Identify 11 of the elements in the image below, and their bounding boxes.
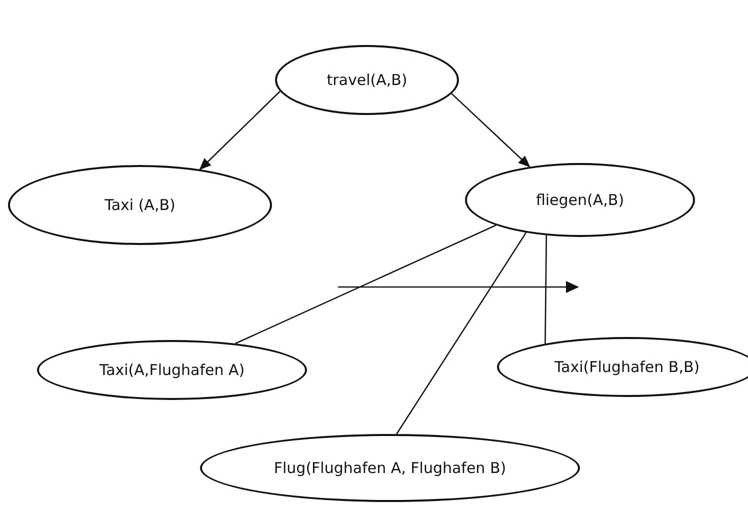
node-label: fliegen(A,B): [536, 191, 624, 209]
node-label: Taxi (A,B): [104, 196, 176, 214]
connector-line: [235, 224, 496, 344]
arrow: [451, 93, 530, 168]
node-label: travel(A,B): [326, 71, 408, 89]
node-label: Taxi(Flughafen B,B): [554, 358, 700, 376]
node-label: Taxi(A,Flughafen A): [99, 361, 245, 379]
connector-line: [544, 235, 548, 344]
node-label: Flug(Flughafen A, Flughafen B): [274, 459, 506, 477]
arrow: [199, 90, 280, 170]
connector-line: [396, 232, 527, 434]
